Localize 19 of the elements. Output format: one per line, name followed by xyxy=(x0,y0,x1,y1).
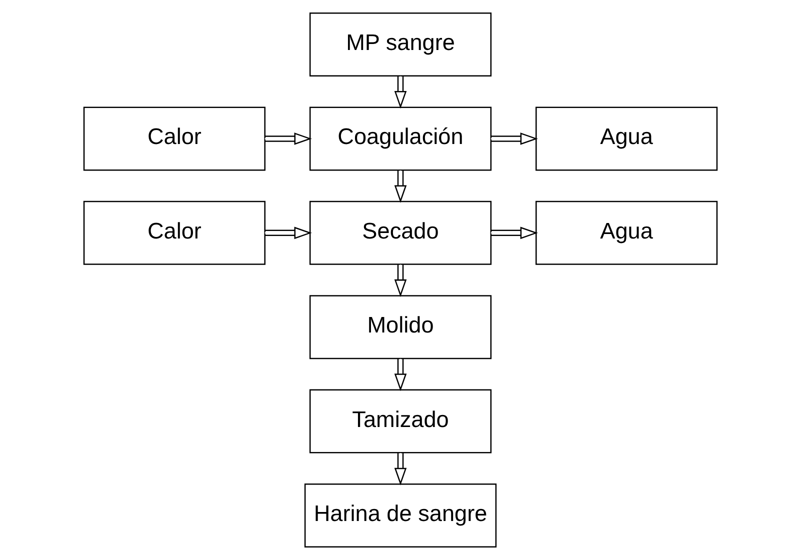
arrow xyxy=(394,358,406,392)
node-box: Molido xyxy=(308,295,492,360)
node-box: Calor xyxy=(82,200,265,265)
arrow xyxy=(490,132,538,145)
node-box: MP sangre xyxy=(308,12,492,77)
node-box: Agua xyxy=(535,200,718,265)
arrow xyxy=(490,226,538,240)
arrow xyxy=(394,76,406,109)
node-box: Secado xyxy=(308,200,492,265)
node-box: Coagulación xyxy=(308,106,492,171)
arrow xyxy=(264,226,312,240)
arrow xyxy=(394,170,406,203)
node-box: Agua xyxy=(535,106,718,171)
arrow xyxy=(264,132,312,145)
arrow xyxy=(394,264,406,298)
node-box: Harina de sangre xyxy=(304,483,496,548)
node-box: Calor xyxy=(82,106,265,171)
arrow xyxy=(394,453,406,486)
node-box: Tamizado xyxy=(308,389,492,454)
